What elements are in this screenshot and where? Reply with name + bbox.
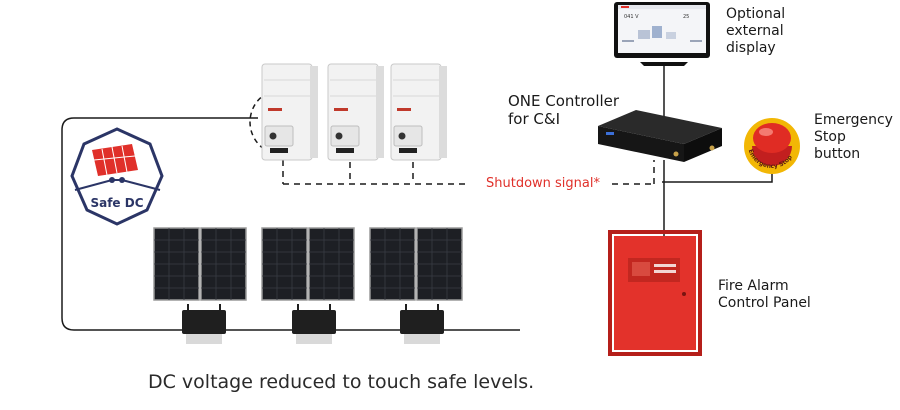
optimizer-icon [400,304,444,344]
inverter-icon [261,63,318,161]
safe-dc-label: Safe DC [90,196,144,210]
controller-icon [598,110,722,162]
safe-dc-badge-icon [70,127,164,226]
shutdown-signal-lines [282,160,655,185]
optional-display-label-text: Optional external display [726,6,786,57]
solar-panels [153,227,463,301]
fire-alarm-label-text: Fire Alarm Control Panel [718,278,811,312]
solar-panel-icon [153,227,200,301]
solar-panel-icon [200,227,247,301]
solar-panel-icon [308,227,355,301]
inverter-icon [390,63,447,161]
emergency-stop-icon [744,118,800,174]
display-value-left: 041 V [624,14,639,20]
display-value-right: 25 [683,14,690,20]
solar-panel-icon [369,227,416,301]
emergency-stop-label: Emergency Stop button [814,112,900,163]
optimizer-icon [182,304,226,344]
fire-alarm-panel-icon [608,230,702,356]
inverter-icon [327,63,384,161]
one-controller-label-text: ONE Controller for C&I [508,92,620,129]
solar-panel-icon [416,227,463,301]
dc-loop-wire [61,117,520,331]
estop-ring-label: Emergency Stop [747,148,795,170]
one-controller-label: ONE Controller for C&I [508,92,648,129]
shutdown-signal-label: Shutdown signal* [486,176,600,191]
display-icon [614,2,710,66]
footer-caption: DC voltage reduced to touch safe levels. [148,371,535,393]
solar-panel-icon [261,227,308,301]
optimizer-icon [292,304,336,344]
fire-alarm-label: Fire Alarm Control Panel [718,278,828,312]
optional-display-label: Optional external display [726,6,826,57]
svg-text:Emergency Stop: Emergency Stop [747,148,795,170]
estop-ring-text: Emergency Stop [747,148,795,170]
emergency-stop-label-text: Emergency Stop button [814,112,893,163]
